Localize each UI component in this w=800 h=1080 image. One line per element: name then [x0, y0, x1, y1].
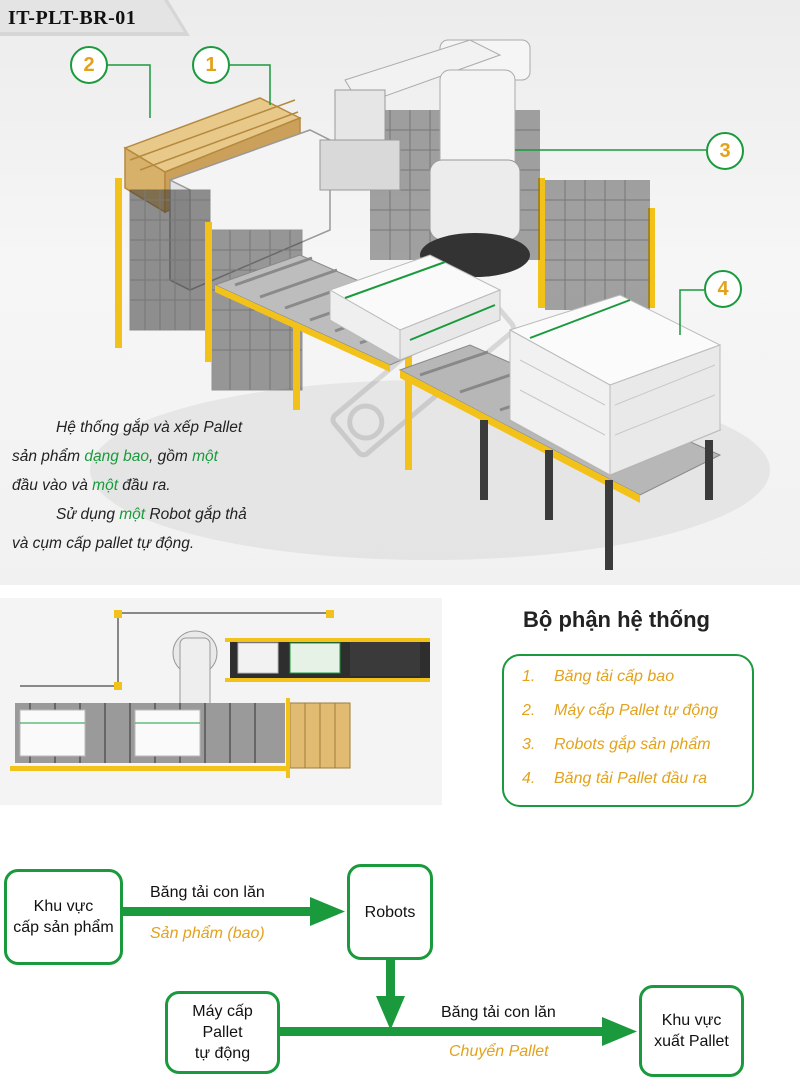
arrow-shaft-1	[123, 907, 313, 916]
parts-item-2: 2.Máy cấp Pallet tự động	[522, 702, 719, 719]
product-code: IT-PLT-BR-01	[8, 7, 137, 29]
hero-illustration: IT-PLT-BR-01 2 1 3 4 Hệ thống gắp và xếp…	[0, 0, 800, 585]
edge-label-roller-conveyor-1: Băng tải con lăn	[150, 884, 265, 901]
desc-line-1: Hệ thống gắp và xếp Pallet	[56, 419, 243, 436]
system-description: Hệ thống gắp và xếp Pallet sản phẩm dạng…	[12, 413, 297, 558]
callout-3: 3	[706, 132, 744, 170]
arrow-head-2	[376, 996, 405, 1030]
arrow-shaft-2	[386, 960, 395, 1000]
callout-1: 1	[192, 46, 230, 84]
flow-box-robots: Robots	[347, 864, 433, 960]
desc-line-3: đầu vào và một đầu ra.	[12, 477, 171, 494]
parts-list-box: 1.Băng tải cấp bao 2.Máy cấp Pallet tự đ…	[502, 654, 754, 807]
parts-item-3: 3.Robots gắp sản phẩm	[522, 736, 711, 753]
edge-label-product-bags: Sản phẩm (bao)	[150, 925, 265, 942]
bag-stack-infeed	[328, 254, 502, 361]
palletizing-cell-illustration	[90, 39, 770, 570]
parts-title: Bộ phận hệ thống	[523, 607, 710, 632]
parts-item-4: 4.Băng tải Pallet đầu ra	[522, 770, 707, 787]
product-code-tab: IT-PLT-BR-01	[0, 0, 190, 36]
parts-item-1: 1.Băng tải cấp bao	[522, 668, 675, 685]
arrow-shaft-3	[280, 1027, 605, 1036]
desc-line-5: và cụm cấp pallet tự động.	[12, 535, 195, 552]
edge-label-roller-conveyor-2: Băng tải con lăn	[441, 1004, 556, 1021]
callout-2: 2	[70, 46, 108, 84]
palletizing-robot	[319, 39, 531, 277]
callout-4: 4	[704, 270, 742, 308]
arrow-head-3	[602, 1017, 637, 1046]
arrow-head-1	[310, 897, 345, 926]
desc-line-2: sản phẩm dạng bao, gồm một	[12, 448, 218, 465]
desc-line-4: Sử dụng một Robot gắp thả	[56, 506, 247, 523]
callout-leaders	[106, 64, 706, 335]
edge-label-move-pallet: Chuyển Pallet	[449, 1043, 549, 1060]
plan-view-illustration	[0, 598, 442, 805]
pallet-load-output	[508, 294, 722, 476]
fence-posts	[115, 178, 655, 470]
